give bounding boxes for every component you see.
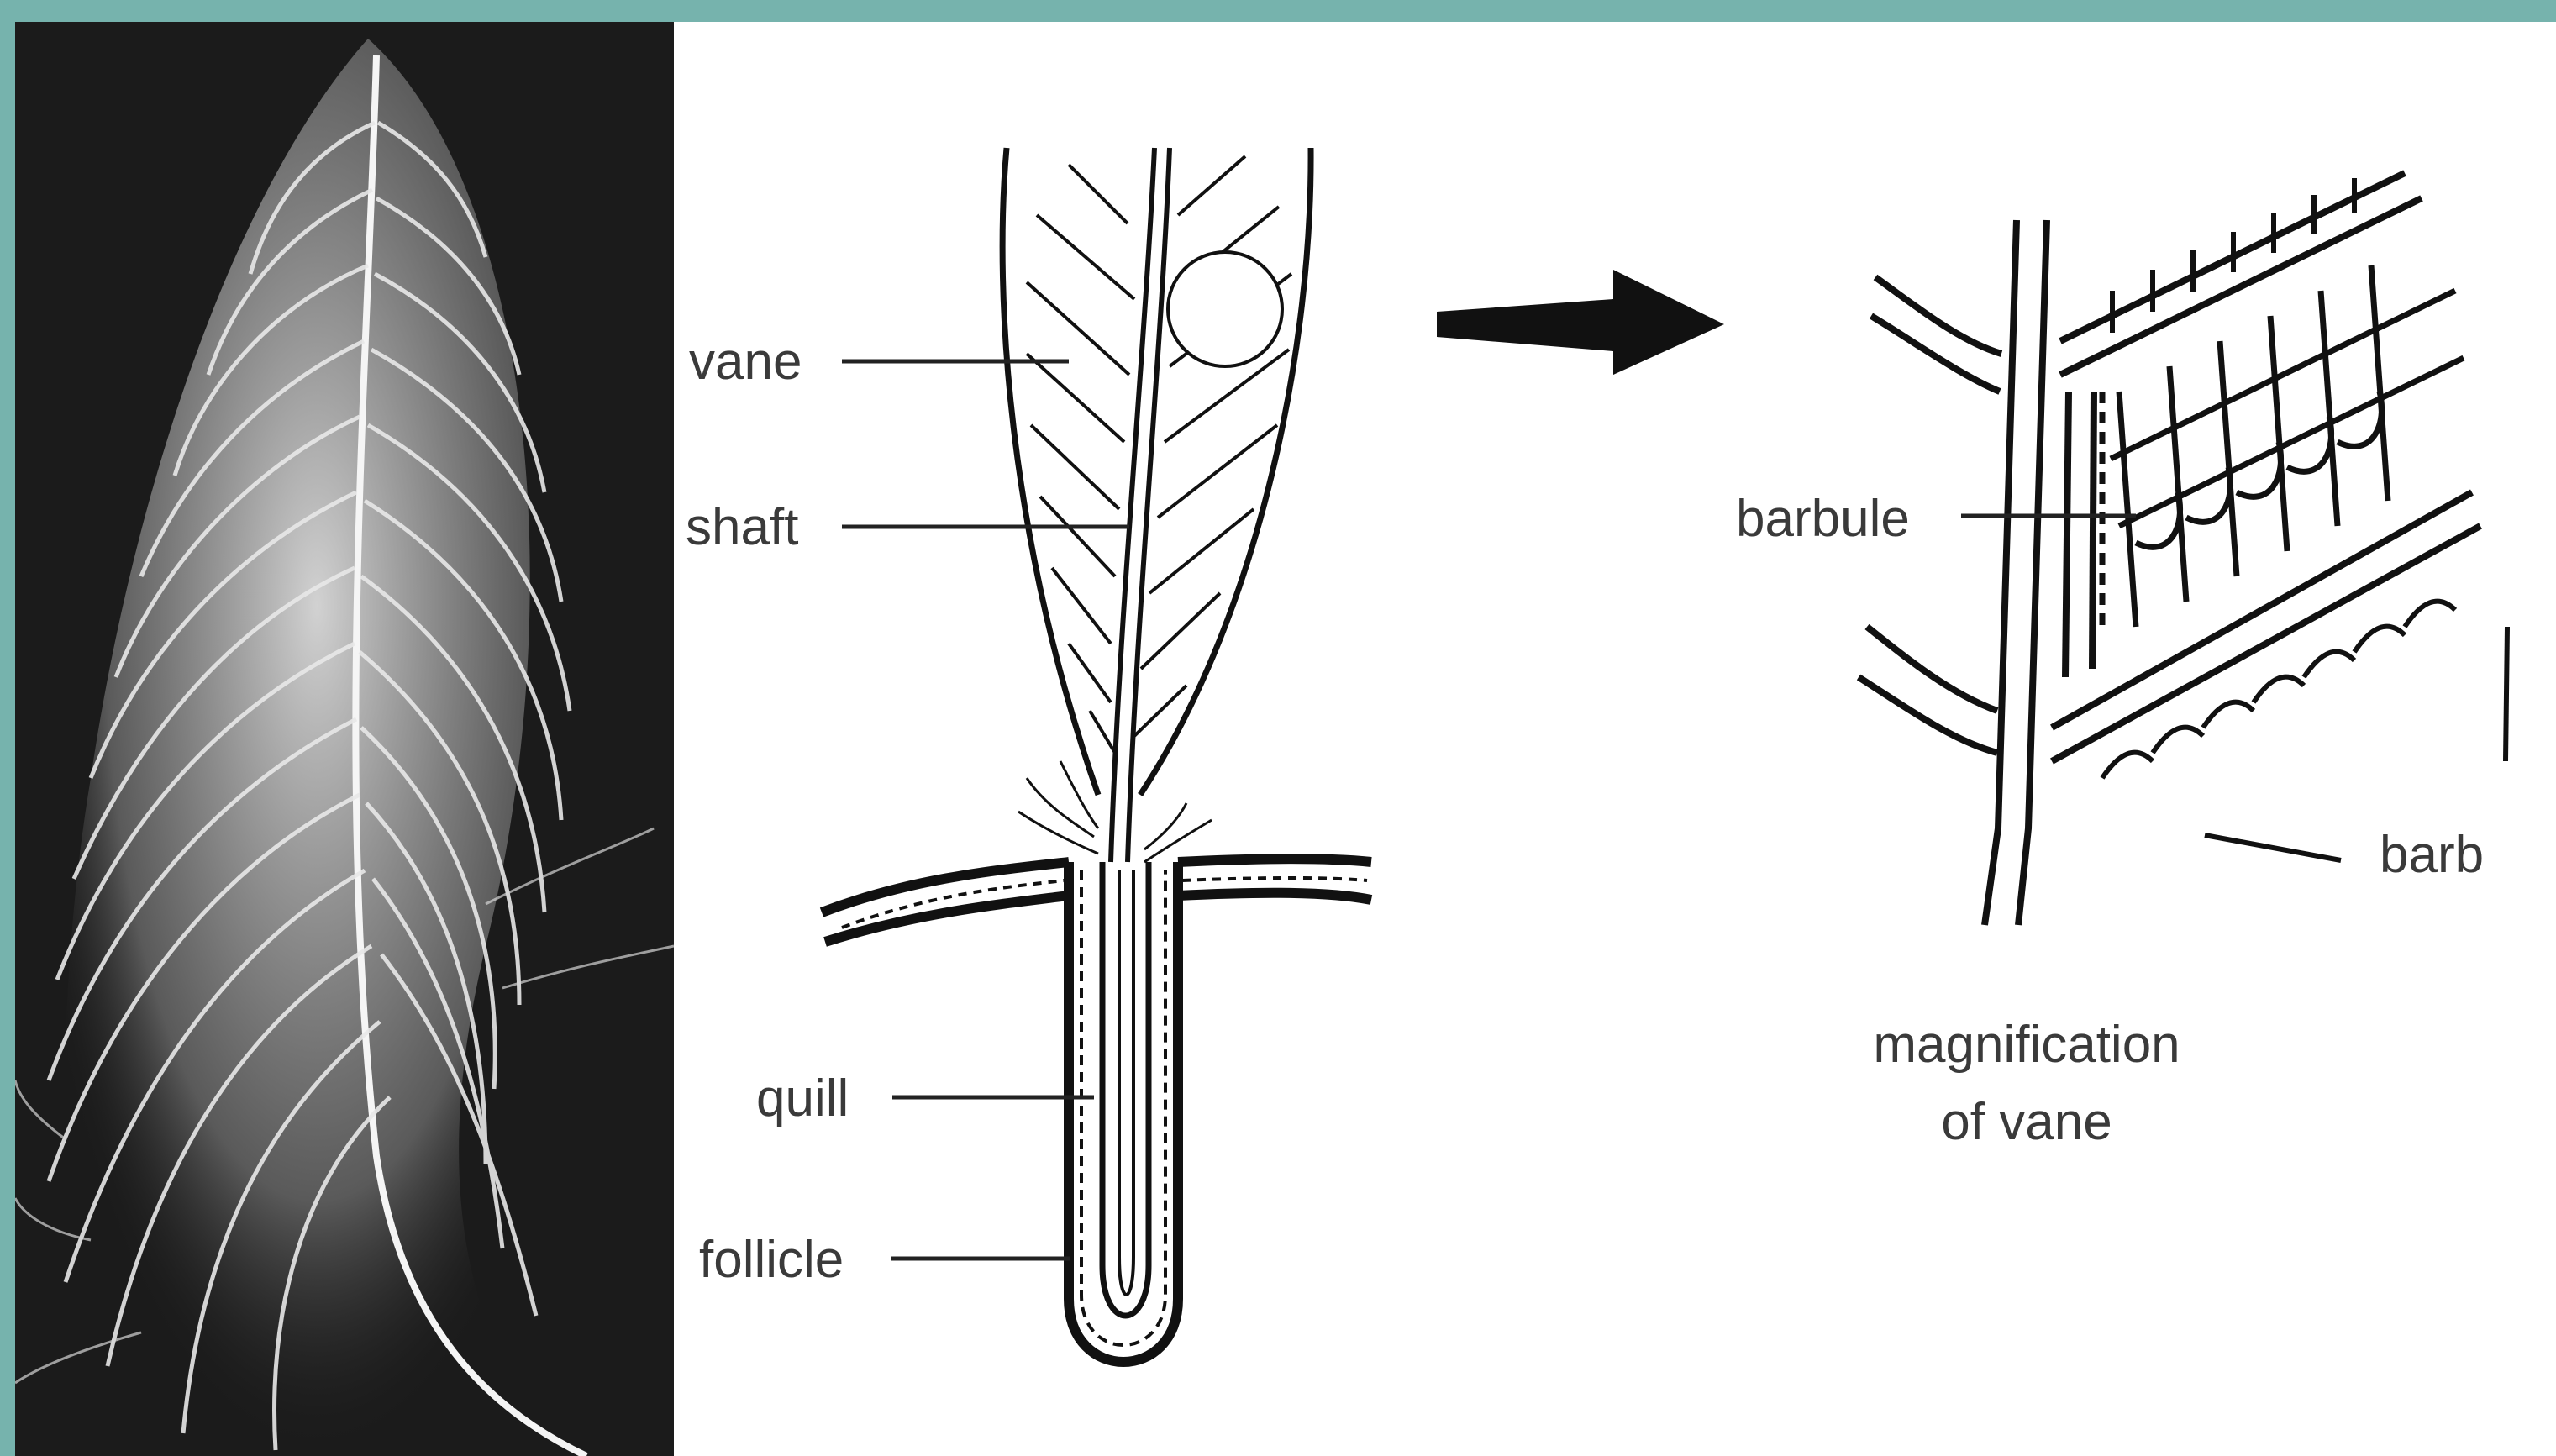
- label-follicle: follicle: [699, 1231, 844, 1289]
- barbule-lattice: [2102, 265, 2464, 627]
- caption-line2: of vane: [1941, 1093, 2112, 1151]
- label-barbule: barbule: [1736, 490, 1910, 548]
- feather-photo: [15, 22, 674, 1456]
- caption-line1: magnification: [1873, 1016, 2180, 1074]
- diagram-drawing: vane shaft quill follicle: [674, 22, 2556, 1456]
- label-vane: vane: [689, 333, 802, 391]
- magnify-circle: [1168, 252, 1282, 366]
- feather-structure-diagram: vane shaft quill follicle: [674, 22, 2556, 1456]
- label-shaft: shaft: [686, 498, 798, 556]
- left-frame-border: [0, 0, 15, 1456]
- skin-layer: [822, 859, 1371, 942]
- quill: [1102, 862, 1149, 1316]
- barbule-teeth-top: [2112, 178, 2354, 333]
- top-frame-border: [0, 0, 2556, 22]
- barbule-teeth-bottom: [2102, 602, 2455, 778]
- feather-shaft: [1111, 148, 1170, 862]
- arrow-icon: [1437, 270, 1724, 375]
- label-quill: quill: [756, 1070, 849, 1127]
- label-barb: barb: [2380, 826, 2484, 884]
- feather-photo-drawing: [15, 22, 674, 1456]
- feather-outline: [1002, 148, 1311, 795]
- magnified-vane: [1859, 173, 2480, 925]
